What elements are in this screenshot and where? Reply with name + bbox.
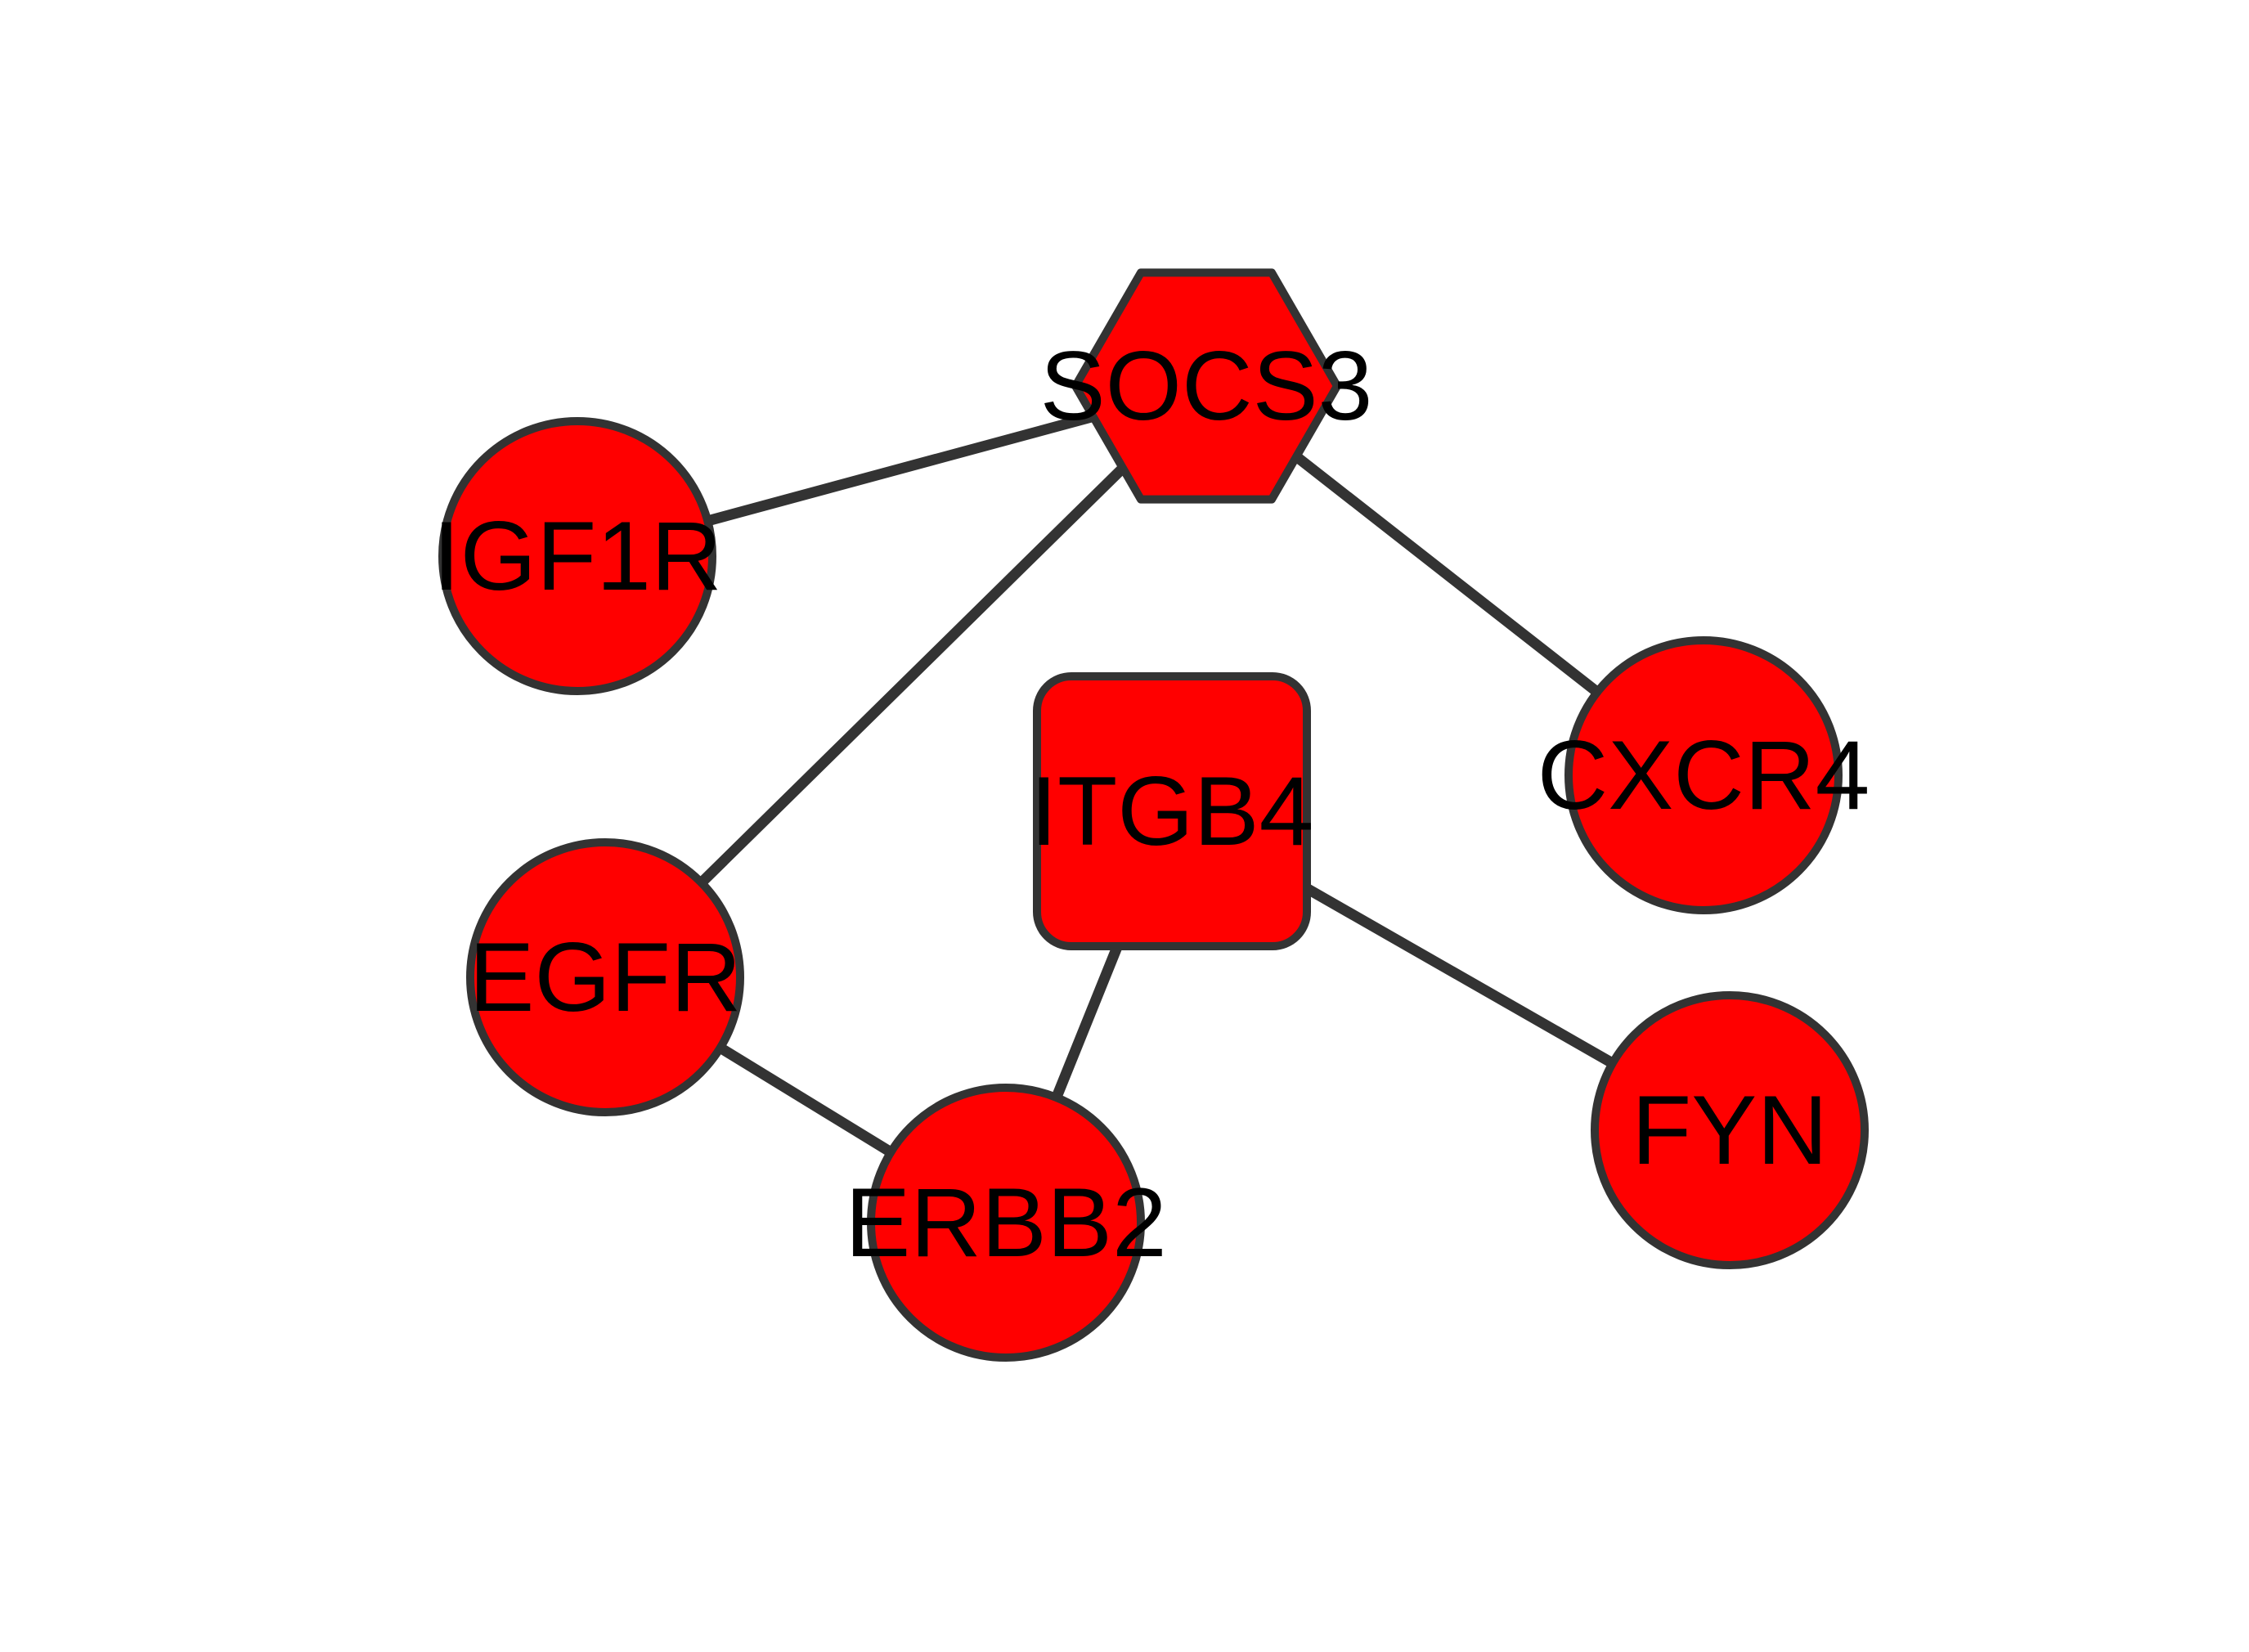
circle-node-shape <box>1591 991 1869 1269</box>
node-label: CXCR4 <box>1537 721 1870 830</box>
circle-node-shape <box>1564 636 1843 914</box>
node-erbb2[interactable]: ERBB2 <box>845 1084 1167 1362</box>
node-fyn[interactable]: FYN <box>1591 991 1869 1269</box>
node-label: SOCS3 <box>1040 331 1373 441</box>
square-node-shape <box>1033 672 1311 950</box>
node-cxcr4[interactable]: CXCR4 <box>1537 636 1870 914</box>
node-label: ITGB4 <box>1030 756 1314 866</box>
edge-socs3-egfr <box>601 382 1210 981</box>
node-label: IGF1R <box>433 501 721 611</box>
circle-node-shape <box>438 417 716 695</box>
hexagon-node-shape <box>1071 268 1341 504</box>
node-igf1r[interactable]: IGF1R <box>433 417 722 695</box>
node-label: ERBB2 <box>845 1168 1167 1277</box>
node-socs3[interactable]: SOCS3 <box>1040 268 1373 504</box>
circle-node-shape <box>867 1084 1145 1362</box>
node-itgb4[interactable]: ITGB4 <box>1030 672 1314 950</box>
node-label: FYN <box>1632 1075 1828 1185</box>
circle-node-shape <box>466 838 744 1116</box>
node-label: EGFR <box>469 923 741 1032</box>
node-egfr[interactable]: EGFR <box>466 838 744 1116</box>
